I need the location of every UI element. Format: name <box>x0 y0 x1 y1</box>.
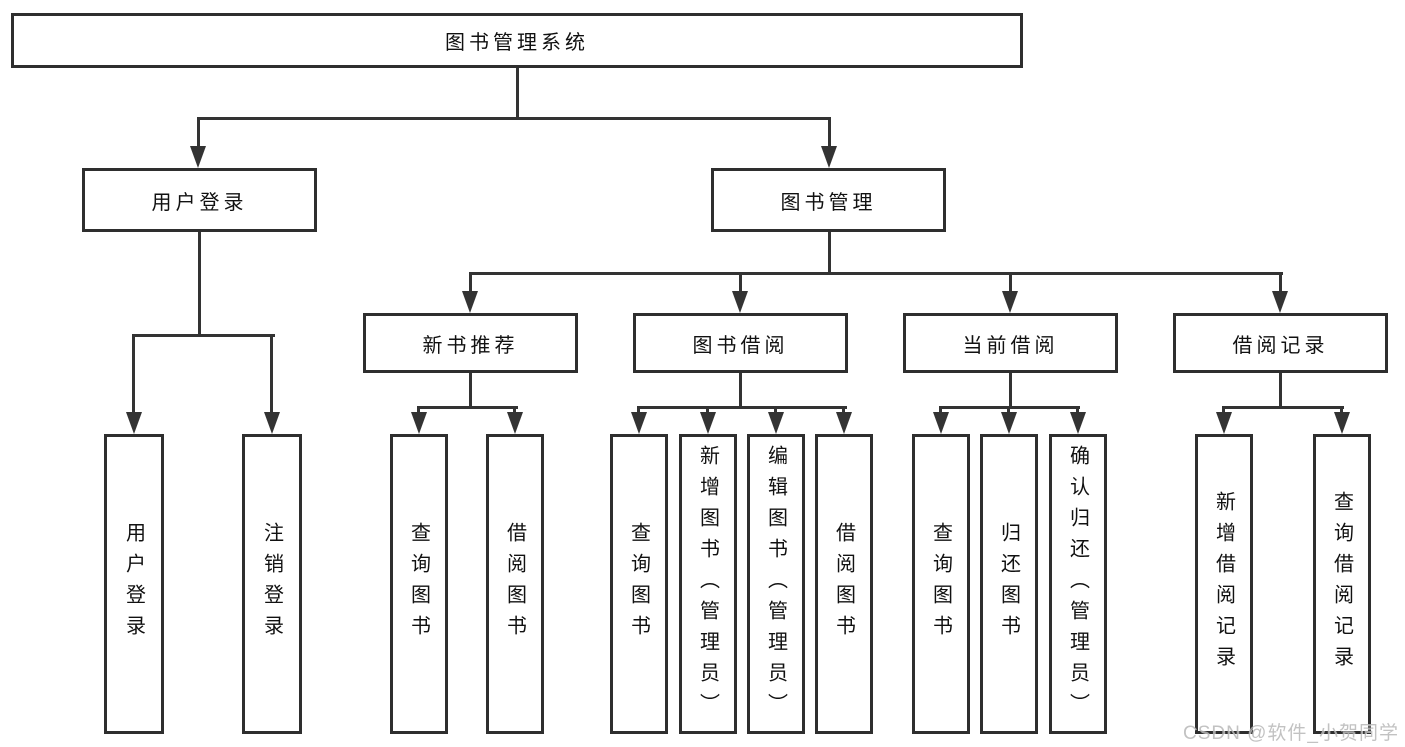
edge-drop-leaf <box>842 406 845 416</box>
edge-drop-leaf <box>1076 406 1079 416</box>
edge-level3-bar <box>469 272 1283 275</box>
edge-drop-leaf <box>417 406 420 416</box>
arrowhead-leaf-query-borrow-record <box>1334 412 1350 434</box>
arrowhead-leaf-edit-books <box>768 412 784 434</box>
edge-new-book-bar <box>417 406 518 409</box>
node-leaf-logout: 注销登录 <box>242 434 302 734</box>
arrowhead-leaf-add-books <box>700 412 716 434</box>
edge-root-stem <box>516 68 519 120</box>
edge-borrowing-records-bar <box>1222 406 1344 409</box>
edge-book-borrowing-stem <box>739 373 742 409</box>
arrowhead-borrowing-records <box>1272 291 1288 313</box>
node-current-borrowing: 当前借阅 <box>903 313 1118 373</box>
edge-borrowing-records-stem <box>1279 373 1282 409</box>
edge-drop-leaf <box>1222 406 1225 416</box>
arrowhead-leaf-borrow-books-1 <box>507 412 523 434</box>
arrowhead-leaf-return-books <box>1001 412 1017 434</box>
edge-new-book-stem <box>469 373 472 409</box>
arrowhead-new-book <box>462 291 478 313</box>
edge-drop-new-book <box>469 272 472 294</box>
arrowhead-current-borrowing <box>1002 291 1018 313</box>
node-leaf-add-books-admin: 新增图书（管理员） <box>679 434 737 734</box>
edge-book-borrowing-bar <box>637 406 847 409</box>
arrowhead-leaf-query-books-1 <box>411 412 427 434</box>
edge-drop-leaf <box>1007 406 1010 416</box>
arrowhead-leaf-add-borrow-record <box>1216 412 1232 434</box>
edge-drop-leaf <box>939 406 942 416</box>
edge-user-login-bar <box>132 334 275 337</box>
edge-drop-leaf-user-login <box>132 334 135 414</box>
arrowhead-leaf-query-books-3 <box>933 412 949 434</box>
edge-drop-leaf <box>637 406 640 416</box>
arrowhead-leaf-user-login <box>126 412 142 434</box>
arrowhead-leaf-query-books-2 <box>631 412 647 434</box>
arrowhead-user-login <box>190 146 206 168</box>
edge-drop-user-login <box>197 117 200 149</box>
node-leaf-query-borrow-record: 查询借阅记录 <box>1313 434 1371 734</box>
node-leaf-confirm-return-admin: 确认归还（管理员） <box>1049 434 1107 734</box>
node-leaf-query-books-2: 查询图书 <box>610 434 668 734</box>
node-root-library-system: 图书管理系统 <box>11 13 1023 68</box>
node-book-management: 图书管理 <box>711 168 946 232</box>
arrowhead-book-borrowing <box>732 291 748 313</box>
node-leaf-edit-books-admin: 编辑图书（管理员） <box>747 434 805 734</box>
edge-drop-leaf <box>706 406 709 416</box>
node-leaf-return-books: 归还图书 <box>980 434 1038 734</box>
node-leaf-query-books-1: 查询图书 <box>390 434 448 734</box>
node-leaf-query-books-3: 查询图书 <box>912 434 970 734</box>
node-leaf-user-login: 用户登录 <box>104 434 164 734</box>
edge-drop-leaf <box>1340 406 1343 416</box>
edge-drop-leaf <box>774 406 777 416</box>
arrowhead-leaf-logout <box>264 412 280 434</box>
edge-drop-leaf-logout <box>270 334 273 414</box>
watermark: CSDN @软件_小贺同学 <box>1183 723 1399 744</box>
node-leaf-borrow-books-2: 借阅图书 <box>815 434 873 734</box>
edge-current-borrowing-stem <box>1009 373 1012 409</box>
edge-drop-borrowing-records <box>1279 272 1282 294</box>
node-book-borrowing: 图书借阅 <box>633 313 848 373</box>
edge-drop-current-borrowing <box>1009 272 1012 294</box>
node-borrowing-records: 借阅记录 <box>1173 313 1388 373</box>
edge-level1-bar <box>197 117 831 120</box>
edge-drop-book-management <box>828 117 831 149</box>
node-leaf-borrow-books-1: 借阅图书 <box>486 434 544 734</box>
arrowhead-leaf-borrow-books-2 <box>836 412 852 434</box>
edge-book-management-stem <box>828 232 831 275</box>
edge-drop-book-borrowing <box>739 272 742 294</box>
arrowhead-leaf-confirm-return <box>1070 412 1086 434</box>
node-user-login: 用户登录 <box>82 168 317 232</box>
arrowhead-book-management <box>821 146 837 168</box>
node-leaf-add-borrow-record: 新增借阅记录 <box>1195 434 1253 734</box>
edge-drop-leaf <box>513 406 516 416</box>
node-new-book-recommendation: 新书推荐 <box>363 313 578 373</box>
edge-user-login-stem <box>198 232 201 337</box>
